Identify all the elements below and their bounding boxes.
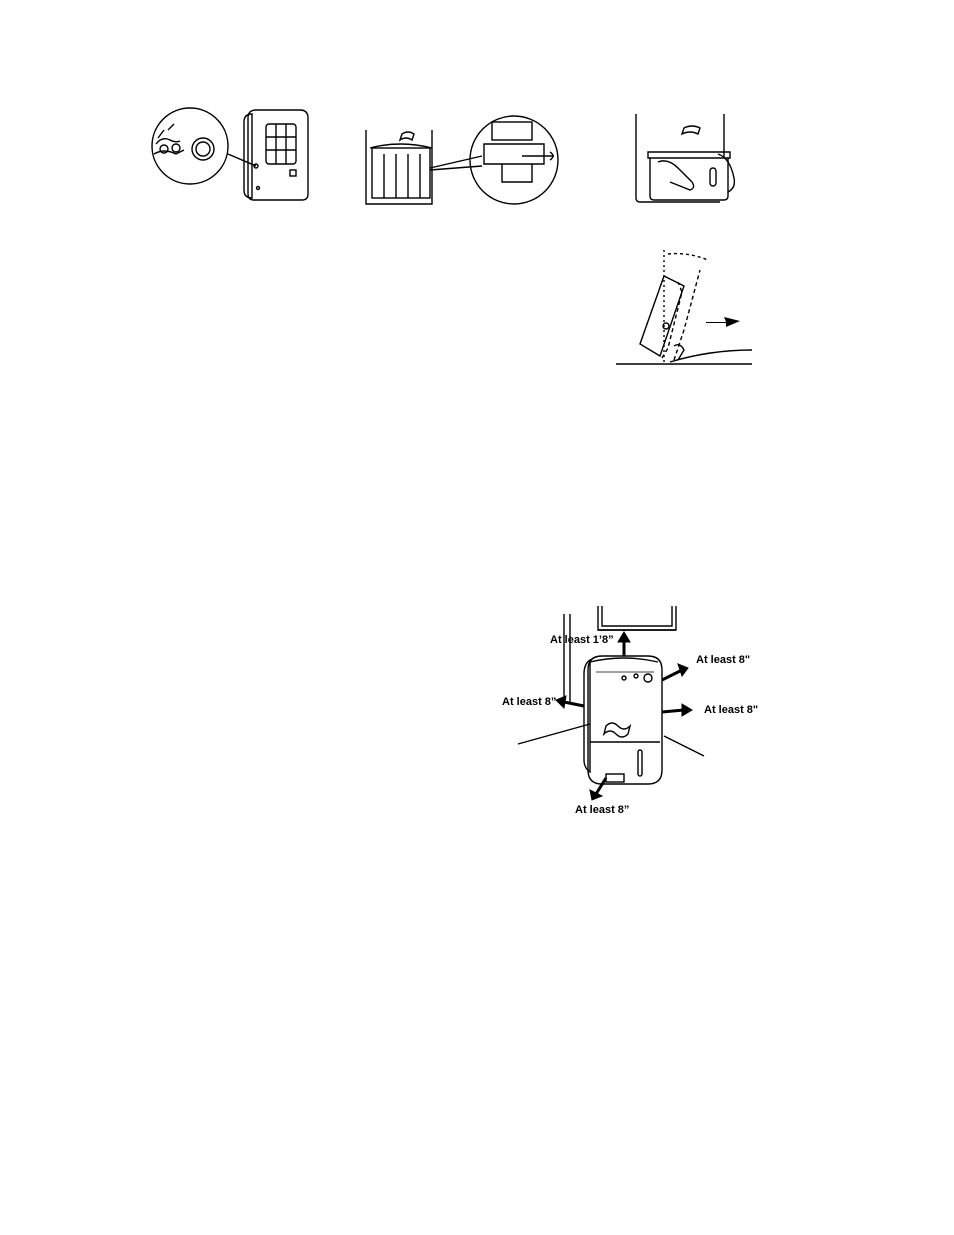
arrow-upper-right-icon bbox=[661, 663, 689, 682]
figure-clearance bbox=[500, 606, 780, 826]
hose-connection-illustration bbox=[365, 115, 559, 205]
figure-remove-bucket bbox=[628, 112, 744, 204]
remove-bucket-illustration bbox=[635, 114, 736, 203]
clearance-right-upper-label: At least 8" bbox=[696, 654, 751, 666]
figure-tilt-unit bbox=[612, 246, 760, 370]
clearance-illustration bbox=[517, 606, 705, 801]
clearance-left-label: At least 8” bbox=[502, 696, 557, 708]
arrow-down-icon bbox=[589, 777, 608, 801]
arrow-right-icon bbox=[706, 317, 740, 327]
arrow-right-icon bbox=[661, 703, 693, 717]
figure-hose-connection bbox=[362, 108, 562, 206]
arrow-up-icon bbox=[617, 631, 631, 656]
arrow-left-icon bbox=[555, 695, 585, 710]
clearance-right-label: At least 8" bbox=[704, 704, 759, 716]
tilt-unit-illustration bbox=[616, 250, 753, 365]
clearance-top-label: At least 1’8” bbox=[550, 634, 614, 646]
rear-drain-plug-illustration bbox=[151, 107, 309, 201]
figure-rear-drain-plug bbox=[148, 104, 309, 204]
clearance-front-label: At least 8” bbox=[575, 804, 630, 816]
